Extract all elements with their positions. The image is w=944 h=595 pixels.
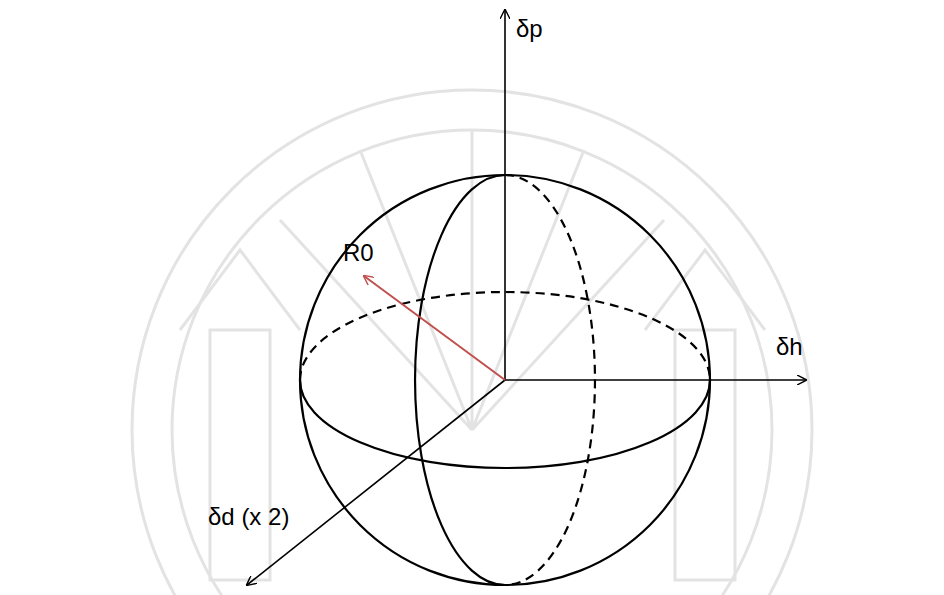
axis-h <box>505 379 806 381</box>
axis-label: δd (x 2) <box>208 504 289 530</box>
axes <box>247 10 806 585</box>
axis-p <box>504 10 506 380</box>
axis-d <box>247 380 505 585</box>
axis-label: δp <box>516 16 543 42</box>
equator-front <box>300 380 710 468</box>
watermark-seal <box>132 90 812 595</box>
axis-label: δh <box>776 334 803 360</box>
radius-label: R0 <box>343 240 374 266</box>
radius-arrow <box>364 276 505 380</box>
meridian-front <box>415 175 505 585</box>
